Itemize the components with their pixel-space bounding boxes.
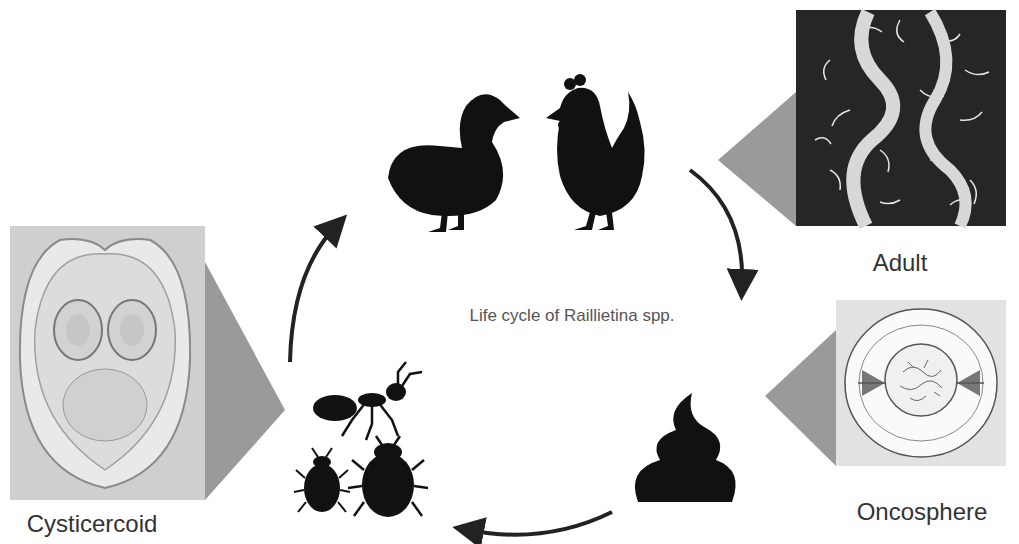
stage-label: Adult	[873, 249, 928, 278]
adult-photo	[796, 10, 1006, 226]
callout-wedge	[765, 330, 836, 466]
duck-silhouette	[388, 94, 520, 232]
cysticercoid-photo	[10, 226, 205, 500]
ant-silhouette	[313, 362, 422, 440]
cycle-arrow	[468, 512, 612, 535]
chicken-silhouette	[546, 74, 645, 230]
beetle-silhouette	[348, 436, 428, 517]
oncosphere-drawing	[836, 300, 1006, 466]
stage-label: Cysticercoid	[27, 510, 158, 539]
stage-label: Oncosphere	[857, 498, 988, 527]
cycle-title: Life cycle of Raillietina spp.	[469, 306, 674, 326]
faeces-silhouette	[635, 393, 736, 502]
callout-wedge	[718, 92, 796, 226]
callout-wedge	[205, 262, 285, 500]
cycle-arrow	[690, 170, 742, 285]
beetle-silhouette	[294, 448, 350, 512]
cycle-arrow	[290, 226, 336, 362]
